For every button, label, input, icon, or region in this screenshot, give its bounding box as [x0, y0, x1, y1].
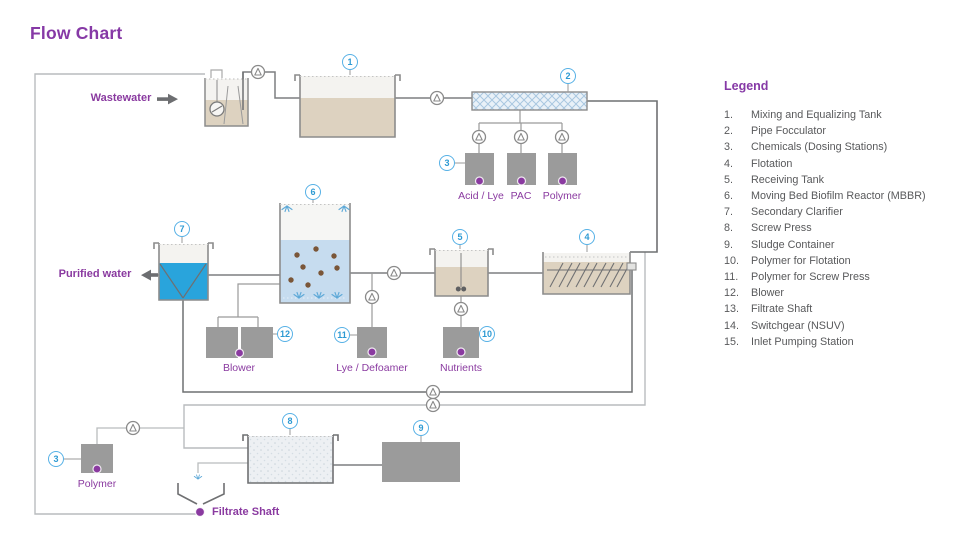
purified-water-arrow-icon: [141, 269, 158, 281]
legend-item: 1.Mixing and Equalizing Tank: [724, 109, 882, 121]
legend-item: 2.Pipe Focculator: [724, 125, 827, 138]
legend-item: 5.Receiving Tank: [724, 173, 825, 186]
flocculator-to-flotation-line: [587, 100, 658, 253]
dosing-stations: [465, 153, 577, 185]
scraper-icon: [547, 262, 630, 288]
badge-10: 10: [479, 326, 495, 342]
splash-icon: [193, 474, 203, 480]
pump-icon: [554, 129, 570, 145]
lye-defoamer-label: Lye / Defoamer: [336, 362, 408, 374]
wastewater-arrow-icon: [157, 93, 178, 105]
legend-item: 10.Polymer for Flotation: [724, 254, 851, 267]
pump-icon: [471, 129, 487, 145]
polymer-top-label: Polymer: [542, 190, 582, 202]
secondary-clarifier: [153, 242, 214, 301]
biofilm-carriers: [288, 246, 340, 288]
wastewater-label: Wastewater: [90, 92, 152, 104]
legend-title: Legend: [724, 79, 769, 93]
purified-water-label: Purified water: [58, 268, 132, 280]
filtrate-return-line: [34, 73, 205, 515]
pump-icon: [453, 301, 469, 317]
legend-item: 12.Blower: [724, 287, 785, 300]
pac-label: PAC: [510, 190, 532, 202]
pump-icon: [425, 397, 441, 413]
mbbr-reactor: [279, 203, 351, 304]
badge-3: 3: [439, 155, 455, 171]
pump-icon: [386, 265, 402, 281]
pump-icon: [364, 289, 380, 305]
badge-8: 8: [282, 413, 298, 429]
nutrients-label: Nutrients: [439, 362, 483, 374]
legend-item: 13.Filtrate Shaft: [724, 303, 813, 316]
screw-press: [242, 434, 339, 484]
legend-item: 3.Chemicals (Dosing Stations): [724, 141, 888, 154]
legend: Legend 1.Mixing and Equalizing Tank 2.Pi…: [724, 79, 974, 350]
pump-icon: [513, 129, 529, 145]
pipe-flocculator: [471, 91, 588, 111]
legend-item: 4.Flotation: [724, 157, 793, 170]
acid-lye-label: Acid / Lye: [458, 190, 504, 202]
filtrate-shaft-funnel: [177, 474, 225, 505]
legend-item: 14.Switchgear (NSUV): [724, 319, 845, 332]
utility-lines: [96, 427, 248, 473]
legend-item: 8.Screw Press: [724, 222, 812, 235]
page-title: Flow Chart: [30, 23, 123, 43]
receiving-tank: [429, 248, 494, 297]
badge-5: 5: [452, 229, 468, 245]
polymer-bottom-label: Polymer: [77, 478, 117, 490]
stirrer-icon: [455, 253, 467, 292]
badge-3b: 3: [48, 451, 64, 467]
pump-icon: [425, 384, 441, 400]
badge-12: 12: [277, 326, 293, 342]
filtrate-shaft-label: Filtrate Shaft: [212, 506, 280, 518]
tank-mixing-equalizing: [294, 74, 401, 138]
badge-6: 6: [305, 184, 321, 200]
pump-icon: [125, 420, 141, 436]
flotation-unit: [542, 252, 637, 295]
dosing-point-dots: [92, 176, 568, 518]
blower-unit: [206, 327, 273, 358]
dosing-lines: [217, 110, 563, 327]
badge-1: 1: [342, 54, 358, 70]
sludge-container: [382, 442, 460, 482]
legend-item: 6.Moving Bed Biofilm Reactor (MBBR): [724, 190, 926, 203]
inlet-pumping-station: [204, 69, 249, 127]
legend-item: 11.Polymer for Screw Press: [724, 271, 870, 284]
legend-item: 15.Inlet Pumping Station: [724, 335, 854, 348]
outlet-connector: [626, 262, 637, 271]
blower-label: Blower: [222, 362, 256, 374]
badge-7: 7: [174, 221, 190, 237]
legend-item: 9.Sludge Container: [724, 238, 835, 251]
flotation-sludge-line: [183, 252, 646, 449]
legend-item: 7.Secondary Clarifier: [724, 206, 843, 219]
pump-icon: [429, 90, 445, 106]
clarifier-sludge-line: [182, 270, 633, 393]
pump-icon: [250, 64, 266, 80]
badge-9: 9: [413, 420, 429, 436]
badge-4: 4: [579, 229, 595, 245]
badge-11: 11: [334, 327, 350, 343]
badge-2: 2: [560, 68, 576, 84]
